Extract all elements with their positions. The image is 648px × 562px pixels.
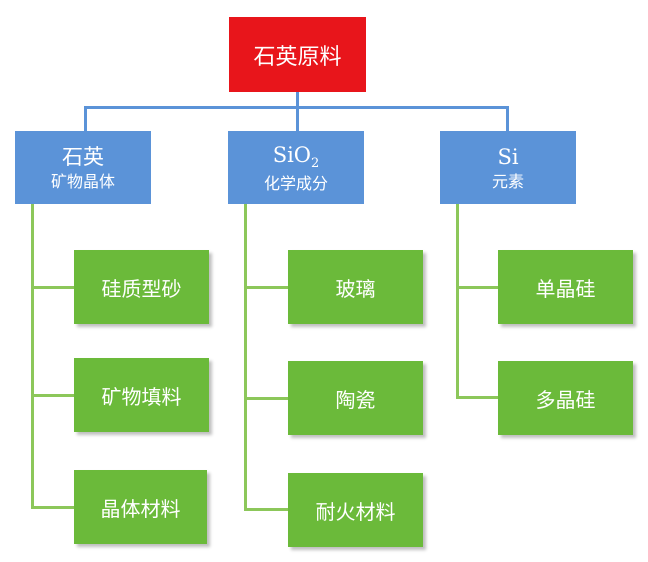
branch-1-trunk: [31, 204, 34, 509]
root-connector-vertical: [296, 92, 299, 108]
category-main-label: 石英: [62, 144, 104, 169]
leaf-label: 硅质型砂: [101, 276, 182, 301]
leaf-label: 晶体材料: [100, 496, 181, 521]
branch-1-link-3: [31, 506, 74, 509]
category-sub-label: 化学成分: [263, 173, 328, 193]
category-node-sio2: SiO2 化学成分: [228, 131, 364, 204]
branch-1-link-1: [31, 286, 74, 289]
branch-3-trunk: [456, 204, 459, 399]
leaf-node: 单晶硅: [498, 250, 633, 324]
category-node-si: Si 元素: [440, 131, 576, 204]
branch-3-link-2: [456, 396, 498, 399]
leaf-node: 陶瓷: [288, 361, 423, 435]
leaf-node: 耐火材料: [288, 473, 423, 547]
category-node-quartz: 石英 矿物晶体: [15, 131, 151, 204]
branch-3-link-1: [456, 286, 498, 289]
branch-2-trunk: [244, 204, 247, 511]
category-main-label: Si: [497, 144, 519, 169]
leaf-label: 陶瓷: [335, 387, 376, 412]
category-1-connector: [84, 106, 87, 131]
formula-base: SiO: [272, 142, 312, 167]
category-sub-label: 矿物晶体: [50, 171, 115, 191]
branch-2-link-2: [244, 397, 288, 400]
leaf-label: 耐火材料: [315, 499, 396, 524]
leaf-label: 多晶硅: [535, 387, 596, 412]
leaf-node: 玻璃: [288, 250, 423, 324]
leaf-label: 单晶硅: [535, 276, 596, 301]
category-main-label: SiO2: [273, 141, 320, 173]
leaf-node: 晶体材料: [74, 470, 207, 544]
leaf-label: 矿物填料: [101, 384, 182, 409]
leaf-node: 多晶硅: [498, 361, 633, 435]
branch-2-link-3: [244, 508, 288, 511]
category-2-connector: [296, 106, 299, 131]
branch-1-link-2: [31, 394, 74, 397]
branch-2-link-1: [244, 286, 288, 289]
leaf-node: 矿物填料: [74, 358, 209, 432]
category-sub-label: 元素: [491, 171, 524, 191]
leaf-label: 玻璃: [335, 276, 376, 301]
root-label: 石英原料: [253, 44, 342, 70]
category-3-connector: [506, 106, 509, 131]
root-node: 石英原料: [229, 17, 366, 92]
formula-subscript: 2: [311, 156, 320, 172]
leaf-node: 硅质型砂: [74, 250, 209, 324]
